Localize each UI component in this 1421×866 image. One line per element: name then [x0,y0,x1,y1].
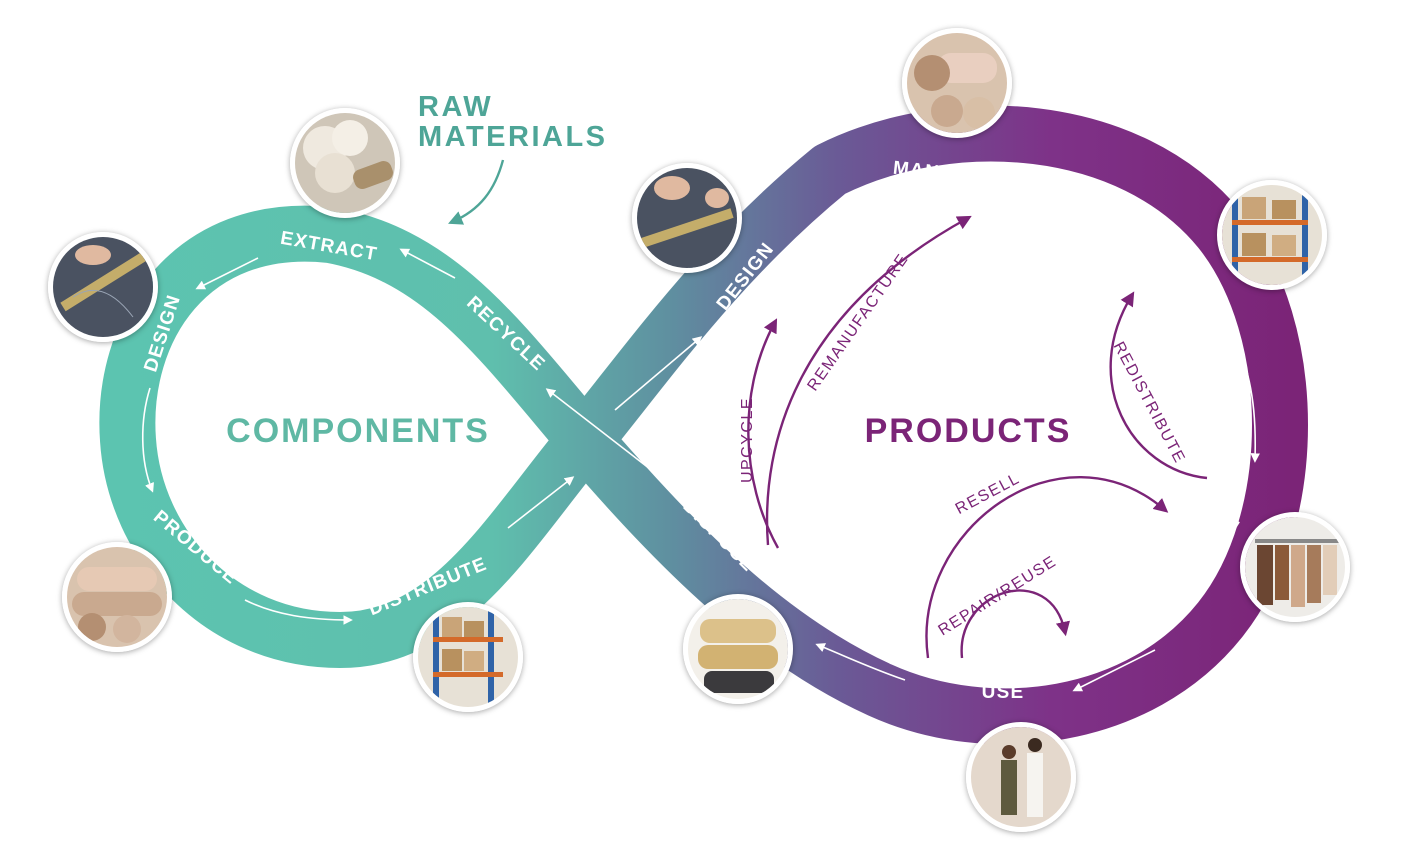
components-title: COMPONENTS [226,412,490,450]
clothing-rack-photo [1240,512,1350,622]
fabric-rolls-photo-right [902,28,1012,138]
products-title: PRODUCTS [865,412,1072,450]
pattern-design-photo-left [48,232,158,342]
pattern-design-photo-right [632,163,742,273]
models-photo [966,722,1076,832]
infinity-band [99,105,1308,745]
upcycle-label: UPCYCLE [739,397,756,483]
cushions-photo [683,594,793,704]
fabric-rolls-photo-left [62,542,172,652]
resell-arrow [925,476,1169,659]
raw-materials-line-2: MATERIALS [418,121,608,153]
raw-cotton-photo [290,108,400,218]
remanufacture-arrow [765,215,972,546]
remanufacture-label: REMANUFACTURE [804,251,912,395]
redistribute-arrow [1109,291,1208,480]
repair-reuse-arrow [960,589,1070,659]
warehouse-photo-right [1217,180,1327,290]
raw-materials-line-1: RAW [418,91,493,123]
raw-materials-arrow [448,159,505,225]
warehouse-photo-left [413,602,523,712]
redistribute-label: REDISTRIBUTE [1110,339,1189,466]
upcycle-arrow [747,318,780,549]
use-label: USE [982,682,1025,703]
flow-arrows [141,184,1260,692]
inner-loop-arrows [747,215,1208,659]
